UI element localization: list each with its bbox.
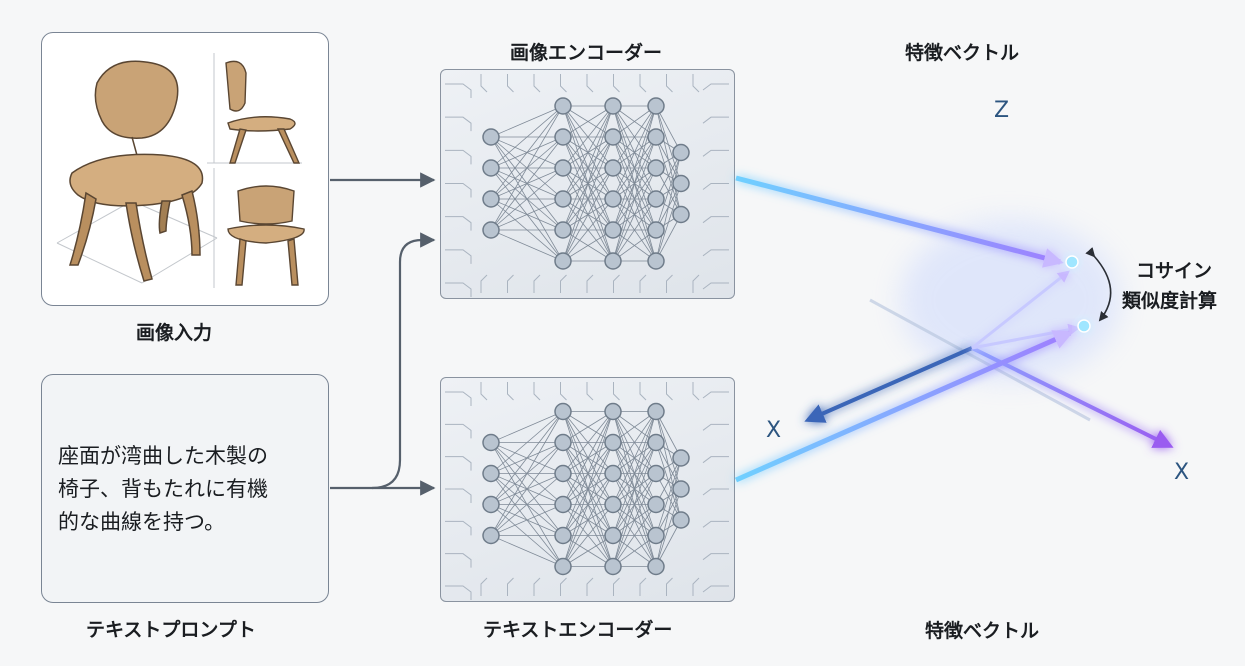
neuron-node [482,221,500,239]
neuron-node [647,97,665,115]
neural-network-icon [445,74,729,297]
neuron-node [482,128,500,146]
neuron-node [482,464,500,483]
neuron-node [647,526,665,545]
text-prompt-label: テキストプロンプト [86,619,256,641]
neuron-node [672,480,690,498]
neuron-node [604,159,622,177]
chair-sketch-icon [56,53,305,288]
neuron-node [482,526,500,545]
neuron-node [554,433,572,452]
text-vector-point [1077,319,1091,333]
neuron-node [604,495,622,514]
neuron-node [554,557,572,576]
text-encoder-label: テキストエンコーダー [483,619,673,641]
image-feature-vector [735,175,1064,268]
neuron-node [647,221,665,239]
neuron-node [604,402,622,421]
neuron-node [554,221,572,239]
neuron-node [647,190,665,208]
neuron-node [672,449,690,467]
neuron-node [604,433,622,452]
neuron-node [554,252,572,270]
neuron-node [554,97,572,115]
neuron-node [482,190,500,208]
image-input-label: 画像入力 [136,322,213,344]
text-prompt-panel [41,374,329,603]
neural-network-icon [445,382,729,600]
neuron-node [482,495,500,514]
neuron-node [647,464,665,483]
neuron-node [554,495,572,514]
neuron-node [604,526,622,545]
neuron-node [647,159,665,177]
image-vector-point [1065,255,1079,269]
x-axis-left-label: X [766,418,782,443]
image-encoder-box [440,69,735,299]
neuron-node [647,128,665,146]
text-prompt-content: 座面が湾曲した木製の 椅子、背もたれに有機 的な曲線を持つ。 [58,444,268,534]
neuron-node [554,159,572,177]
text-to-image-encoder-arrow [371,232,436,490]
x-axis-left [804,346,973,423]
neuron-node [554,464,572,483]
neuron-node [647,495,665,514]
neuron-node [604,221,622,239]
feature-vector-label-top: 特徴ベクトル [905,42,1020,64]
neuron-node [672,205,690,224]
neuron-node [672,174,690,193]
neuron-node [647,402,665,421]
cosine-label-line2: 類似度計算 [1122,290,1218,312]
neuron-node [604,557,622,576]
x-axis-right-label: X [1174,460,1190,485]
neuron-node [604,97,622,115]
neuron-node [482,159,500,177]
neuron-node [647,557,665,576]
image-input-panel [41,32,329,306]
cosine-label-line1: コサイン [1136,260,1213,282]
neuron-node [604,252,622,270]
neuron-node [672,511,690,529]
neuron-node [672,143,690,162]
neuron-node [647,252,665,270]
image-encoder-label: 画像エンコーダー [510,42,663,64]
neuron-node [554,128,572,146]
neuron-node [554,190,572,208]
neuron-node [604,128,622,146]
text-feature-vector [734,330,1074,483]
text-encoder-box [440,377,735,602]
neuron-node [604,190,622,208]
cosine-similarity-arrow [1085,247,1112,322]
neuron-node [647,433,665,452]
neuron-node [482,433,500,452]
neuron-node [604,464,622,483]
neuron-node [554,526,572,545]
feature-vector-label-bottom: 特徴ベクトル [925,620,1040,642]
neuron-node [554,402,572,421]
z-axis-label: Z [994,98,1010,123]
